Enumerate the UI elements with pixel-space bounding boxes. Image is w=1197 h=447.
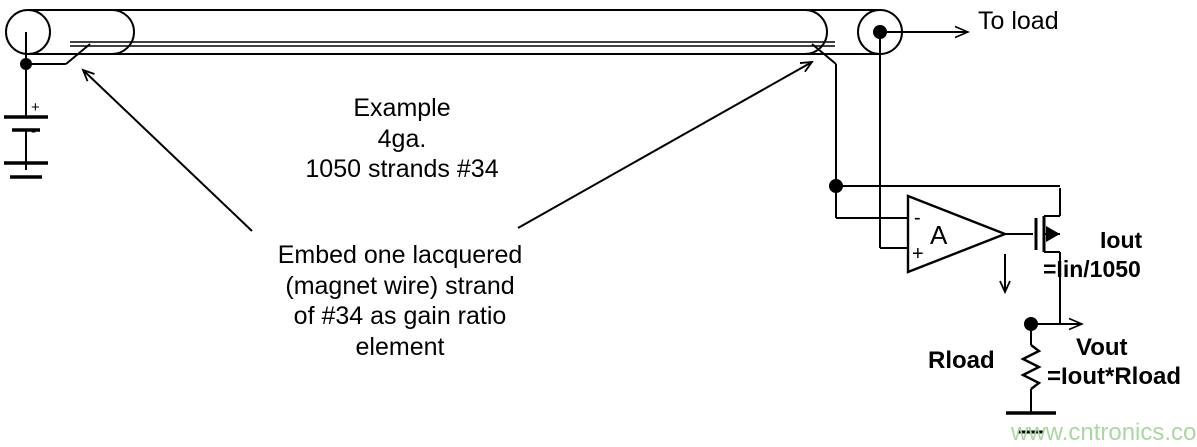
callout-arrow-right [517,62,812,229]
opamp-input-wiring [829,179,1033,219]
callout-arrow-left [83,70,253,232]
opamp-plus-label: + [912,243,924,265]
source-ground [10,163,42,179]
opamp-minus-label: - [914,207,921,229]
rload-ground [1006,411,1056,434]
rload-label: Rload [928,347,995,374]
vout-label: Vout [1076,334,1128,361]
iout-label: Iout [1100,227,1143,253]
rload-branch [1020,317,1082,412]
embed-note: Embed one lacquered (magnet wire) strand… [277,241,523,361]
battery-plus-label: + [31,99,40,116]
iout-formula-label: =Iin/1050 [1043,256,1141,282]
vout-formula-label: =Iout*Rload [1047,363,1182,390]
to-load-branch [873,25,968,249]
to-load-label: To load [978,7,1059,35]
example-note: Example 4ga. 1050 strands #34 [305,94,499,183]
rload-resistor [1020,344,1042,390]
mosfet [1033,185,1061,324]
site-watermark: www.cntronics.com [1011,419,1197,446]
litz-cable [5,9,903,55]
sense-strand [26,41,837,186]
opamp-symbol-label: A [930,220,948,250]
source-branch [20,32,32,116]
op-amp [906,194,1033,274]
source-battery [4,115,48,165]
battery-minus-label: - [31,123,36,140]
